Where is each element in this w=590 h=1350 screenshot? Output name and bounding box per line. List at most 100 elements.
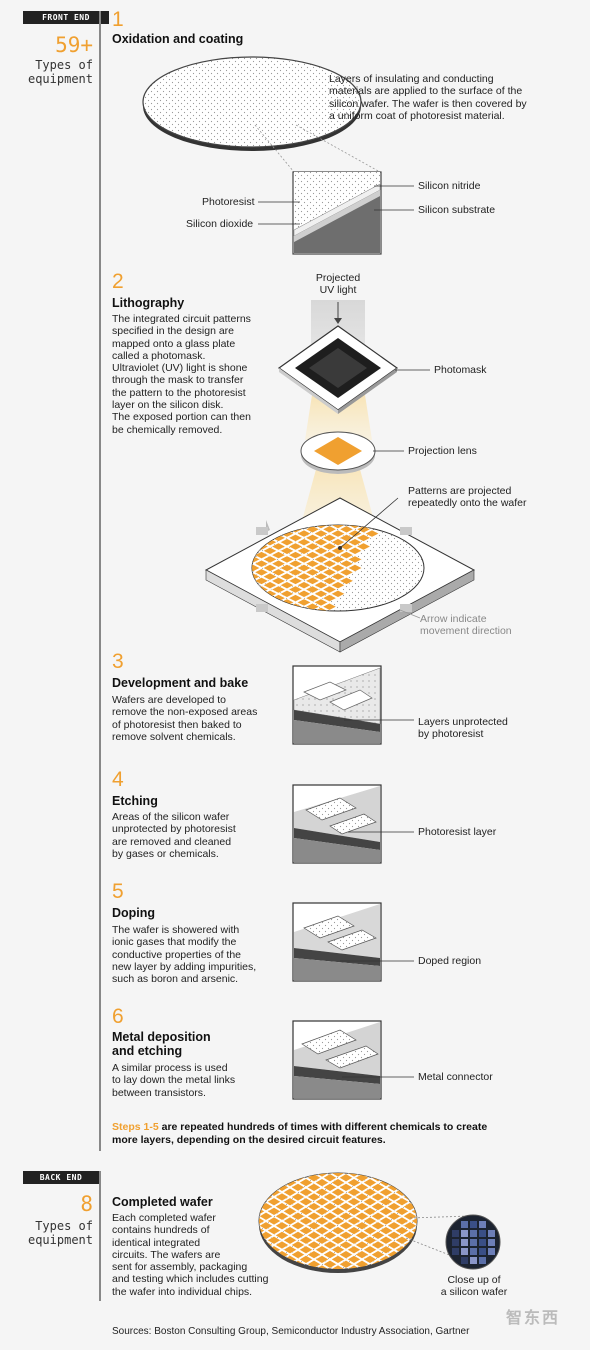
label-closeup-wafer: Close up of a silicon wafer xyxy=(434,1274,514,1299)
die xyxy=(331,1275,345,1283)
die xyxy=(379,1275,393,1283)
die xyxy=(330,1197,346,1207)
die xyxy=(394,1235,410,1245)
die xyxy=(419,1241,433,1249)
die xyxy=(363,1150,377,1158)
repeat-note-line1: are repeated hundreds of times with diff… xyxy=(158,1121,488,1133)
die xyxy=(304,533,321,542)
step4-description: Areas of the silicon wafer unprotected b… xyxy=(112,811,236,860)
die xyxy=(355,1145,369,1153)
die xyxy=(304,542,321,551)
die xyxy=(330,1245,346,1255)
die xyxy=(419,1174,433,1182)
die xyxy=(395,1275,409,1283)
closeup-chip xyxy=(461,1239,468,1246)
die xyxy=(306,1211,322,1221)
die xyxy=(291,1270,305,1278)
die xyxy=(338,568,355,577)
die xyxy=(259,1178,266,1187)
die xyxy=(315,1150,329,1158)
die xyxy=(313,538,329,547)
step5-detail xyxy=(292,902,414,982)
die xyxy=(307,1145,321,1153)
die xyxy=(370,1240,386,1250)
die xyxy=(282,1207,298,1216)
die xyxy=(427,1179,441,1187)
step6-description: A similar process is used to lay down th… xyxy=(112,1062,235,1099)
die xyxy=(354,1250,370,1259)
die xyxy=(403,1270,417,1278)
die xyxy=(402,1211,417,1221)
step3-desc-line: of photoresist then baked to xyxy=(112,718,242,731)
die xyxy=(314,1207,330,1216)
back-end-caption-line1: Types of xyxy=(35,1219,93,1233)
step4-detail xyxy=(292,784,414,864)
closeup-chip xyxy=(479,1248,486,1255)
die xyxy=(187,560,201,567)
die xyxy=(378,1226,394,1235)
die xyxy=(270,585,287,594)
die xyxy=(395,1159,409,1167)
die xyxy=(338,1221,354,1231)
die xyxy=(362,1255,378,1264)
label-layers-unprotected-line1: Layers unprotected xyxy=(418,716,508,728)
die xyxy=(355,1289,369,1297)
die xyxy=(322,1192,338,1202)
die xyxy=(419,1222,433,1230)
label-photomask: Photomask xyxy=(434,364,487,376)
die xyxy=(387,1270,401,1278)
closeup-chip xyxy=(479,1257,486,1264)
die xyxy=(314,1216,330,1226)
die xyxy=(321,533,338,542)
die xyxy=(314,1187,330,1197)
die xyxy=(270,542,287,551)
die xyxy=(298,1187,314,1197)
step2-description: The integrated circuit patterns specifie… xyxy=(112,313,251,436)
step1-cross-section xyxy=(258,171,414,255)
die xyxy=(435,1183,449,1191)
die xyxy=(304,559,321,568)
die xyxy=(354,1192,370,1202)
die xyxy=(291,1279,305,1287)
step2-desc-line: mapped onto a glass plate xyxy=(112,337,236,350)
die xyxy=(354,1221,370,1231)
die xyxy=(313,546,329,555)
die xyxy=(451,1203,465,1211)
die xyxy=(370,1221,386,1231)
die xyxy=(346,1178,362,1187)
die xyxy=(262,555,278,564)
die xyxy=(321,585,338,594)
die xyxy=(270,559,287,568)
step1-desc-line: materials are applied to the surface of … xyxy=(329,85,523,98)
die xyxy=(307,1155,321,1163)
die xyxy=(289,509,303,516)
step8-desc-line: and testing which includes cutting xyxy=(112,1273,269,1286)
die xyxy=(378,1197,394,1207)
step6-detail xyxy=(292,1020,414,1100)
step5-desc-line: The wafer is showered with xyxy=(112,924,240,936)
die xyxy=(371,1164,385,1172)
die xyxy=(339,1308,353,1316)
die xyxy=(323,1155,337,1163)
back-end-caption: Types of equipment xyxy=(10,1219,93,1247)
die xyxy=(355,1155,369,1163)
die xyxy=(287,551,304,560)
die xyxy=(314,1197,330,1207)
die xyxy=(354,1231,370,1240)
step6-desc-line: to lay down the metal links xyxy=(112,1074,236,1087)
die xyxy=(354,1183,370,1192)
step1-number: 1 xyxy=(112,8,124,31)
die xyxy=(410,1255,417,1264)
die xyxy=(321,551,338,560)
die xyxy=(259,1173,266,1178)
die xyxy=(282,1245,298,1255)
step6-title-line2: and etching xyxy=(112,1044,183,1058)
die xyxy=(274,1192,290,1202)
die xyxy=(178,564,192,571)
die xyxy=(427,1198,441,1206)
front-end-caption: Types of equipment xyxy=(10,58,93,86)
die xyxy=(290,1221,306,1231)
step3-desc-line: remove solvent chemicals. xyxy=(112,730,236,743)
step3-detail xyxy=(292,665,414,745)
die xyxy=(402,1183,417,1192)
